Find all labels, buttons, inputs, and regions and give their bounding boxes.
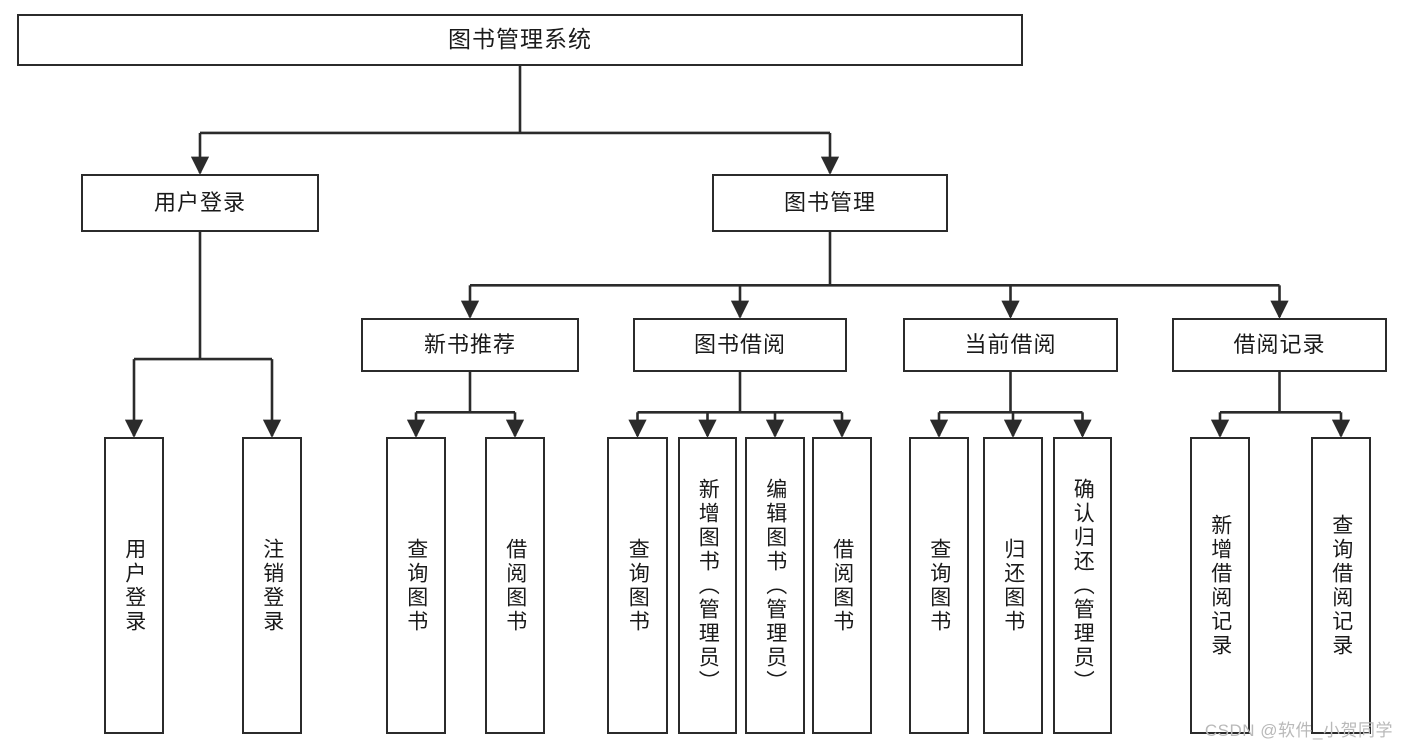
node-current-borrow[interactable]: 当前借阅 [903,318,1118,372]
node-new-book-recommend[interactable]: 新书推荐 [361,318,579,372]
node-user-login[interactable]: 用户登录 [81,174,319,232]
leaf-edit-book-admin[interactable]: 编辑图书（管理员） [745,437,805,734]
node-current-borrow-label: 当前借阅 [964,332,1057,358]
leaf-query-book-1[interactable]: 查询图书 [386,437,446,734]
leaf-query-book-2[interactable]: 查询图书 [607,437,668,734]
leaf-confirm-return-admin-label: 确认归还（管理员） [1071,477,1095,694]
node-root[interactable]: 图书管理系统 [17,14,1023,66]
node-new-book-recommend-label: 新书推荐 [423,332,516,358]
leaf-user-logout-label: 注销登录 [260,537,284,634]
leaf-query-book-1-label: 查询图书 [404,537,428,634]
leaf-return-book-label: 归还图书 [1001,537,1025,634]
leaf-borrow-book-1[interactable]: 借阅图书 [485,437,545,734]
node-book-manage-label: 图书管理 [783,190,876,216]
leaf-edit-book-admin-label: 编辑图书（管理员） [763,477,787,694]
leaf-borrow-book-1-label: 借阅图书 [503,537,527,634]
node-user-login-label: 用户登录 [153,190,246,216]
leaf-add-book-admin-label: 新增图书（管理员） [696,477,720,694]
leaf-return-book[interactable]: 归还图书 [983,437,1043,734]
leaf-query-book-3[interactable]: 查询图书 [909,437,969,734]
leaf-query-borrow-record[interactable]: 查询借阅记录 [1311,437,1371,734]
leaf-confirm-return-admin[interactable]: 确认归还（管理员） [1053,437,1112,734]
node-book-borrow[interactable]: 图书借阅 [633,318,847,372]
leaf-user-logout[interactable]: 注销登录 [242,437,302,734]
leaf-add-borrow-record-label: 新增借阅记录 [1208,513,1232,658]
leaf-user-login[interactable]: 用户登录 [104,437,164,734]
node-root-label: 图书管理系统 [448,26,592,53]
watermark: CSDN @软件_小贺同学 [1204,721,1393,740]
leaf-query-book-3-label: 查询图书 [927,537,951,634]
leaf-borrow-book-2-label: 借阅图书 [830,537,854,634]
leaf-query-borrow-record-label: 查询借阅记录 [1329,513,1353,658]
leaf-query-book-2-label: 查询图书 [626,537,650,634]
leaf-user-login-label: 用户登录 [122,537,146,634]
node-borrow-record[interactable]: 借阅记录 [1172,318,1387,372]
node-book-borrow-label: 图书借阅 [693,332,786,358]
leaf-add-book-admin[interactable]: 新增图书（管理员） [678,437,737,734]
node-borrow-record-label: 借阅记录 [1233,332,1326,358]
leaf-borrow-book-2[interactable]: 借阅图书 [812,437,872,734]
leaf-add-borrow-record[interactable]: 新增借阅记录 [1190,437,1250,734]
node-book-manage[interactable]: 图书管理 [712,174,948,232]
